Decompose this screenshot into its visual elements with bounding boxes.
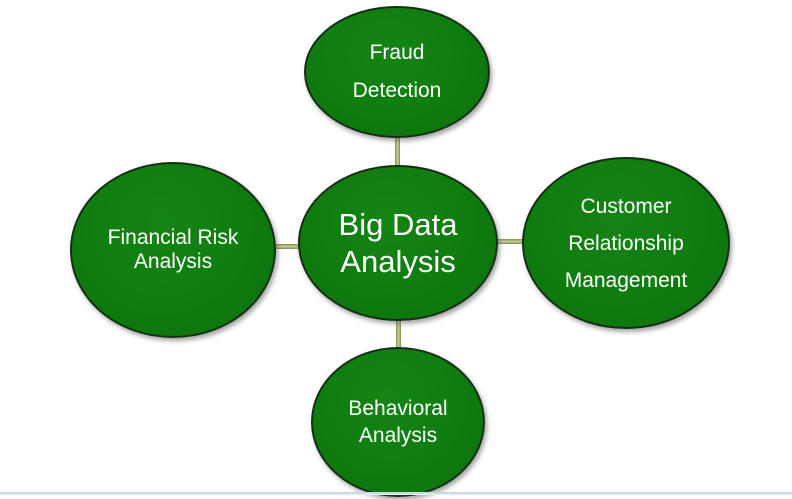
node-text-line: Financial Risk [107, 226, 239, 249]
node-text-line: Fraud [369, 41, 425, 64]
node-label: Customer Relationship Management [524, 188, 728, 299]
connector-center-to-left [258, 244, 312, 249]
connector-center-to-bottom [396, 308, 401, 362]
node-text-line: Management [564, 268, 688, 292]
node-customer-relationship-management: Customer Relationship Management [522, 157, 730, 329]
node-label: Big Data Analysis [300, 206, 496, 280]
node-text-line: Detection [352, 79, 442, 102]
node-text-line: Analysis [340, 244, 456, 279]
node-text-line: Behavioral [348, 397, 448, 420]
node-label: Financial Risk Analysis [72, 226, 274, 274]
node-text-line: Analysis [133, 250, 213, 273]
node-fraud-detection: Fraud Detection [304, 6, 490, 138]
node-label: Fraud Detection [306, 34, 488, 110]
node-text-line: Customer [580, 194, 672, 218]
connector-center-to-top [395, 118, 400, 180]
node-big-data-analysis: Big Data Analysis [298, 165, 498, 321]
node-financial-risk-analysis: Financial Risk Analysis [70, 162, 276, 338]
page-bottom-edge-line [0, 492, 792, 494]
node-behavioral-analysis: Behavioral Analysis [311, 347, 485, 497]
node-text-line: Analysis [358, 424, 438, 447]
node-text-line: Big Data [338, 207, 458, 242]
node-label: Behavioral Analysis [313, 395, 483, 449]
node-text-line: Relationship [568, 231, 684, 255]
connector-center-to-right [484, 239, 538, 244]
